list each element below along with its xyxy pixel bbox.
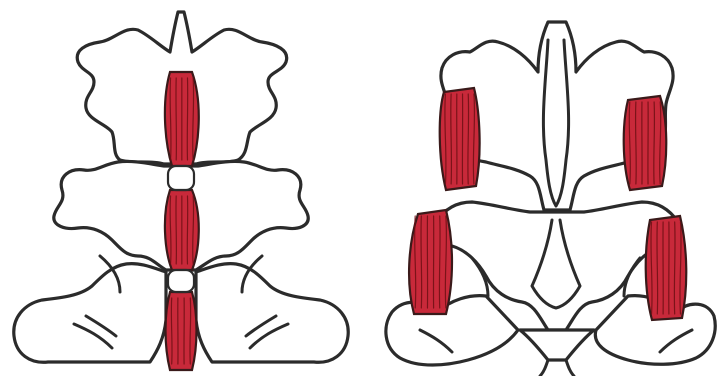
muscle-fiber bbox=[421, 216, 422, 308]
right-tail-line-1 bbox=[540, 360, 548, 376]
right-lower-left-wing bbox=[386, 296, 518, 365]
left-lower-vertebra-right bbox=[196, 264, 348, 363]
right-panel bbox=[386, 22, 715, 376]
muscle-fiber bbox=[657, 222, 658, 314]
central-tendon-1 bbox=[168, 166, 194, 190]
muscle-fiber bbox=[171, 298, 172, 364]
muscle-fiber bbox=[439, 216, 440, 308]
muscle-fiber bbox=[468, 94, 469, 184]
muscle-fiber bbox=[636, 102, 637, 184]
central-muscle-segment-lower bbox=[166, 292, 197, 370]
right-tail-line-2 bbox=[566, 360, 574, 376]
muscle-fiber bbox=[451, 94, 452, 184]
left-panel bbox=[14, 12, 348, 370]
muscle-fiber bbox=[674, 222, 675, 314]
muscle-fiber bbox=[190, 298, 191, 364]
left-lower-vertebra bbox=[14, 264, 166, 363]
central-tendon-2 bbox=[168, 270, 194, 292]
muscle-fiber bbox=[654, 102, 655, 184]
right-sacral-base bbox=[520, 330, 594, 360]
